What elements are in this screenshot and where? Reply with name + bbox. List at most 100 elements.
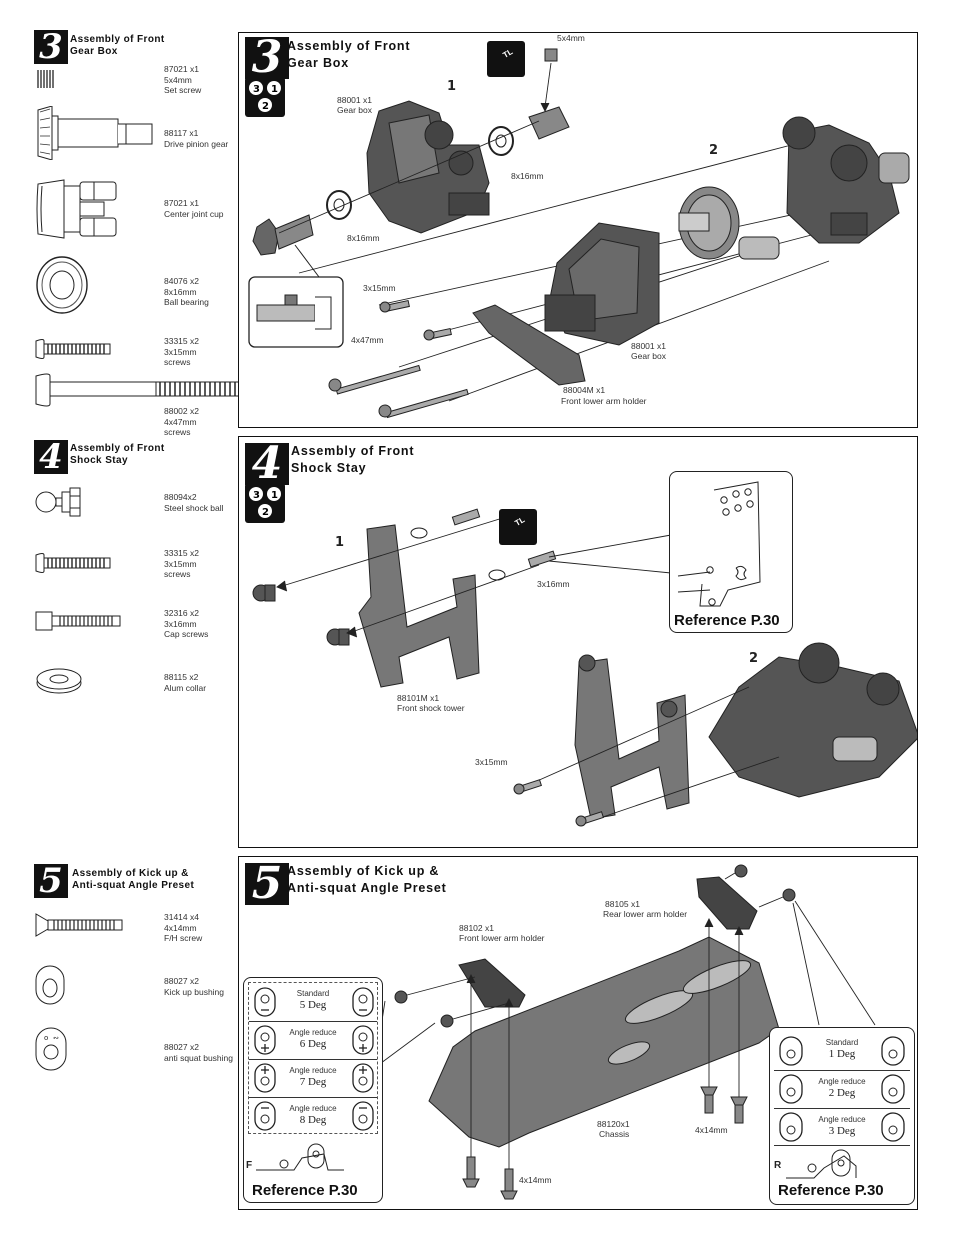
part-ball-bearing: 84076 x2 8x16mm Ball bearing	[164, 276, 209, 308]
panel3-title: Assembly of Front Gear Box	[287, 38, 410, 72]
svg-text:2: 2	[262, 101, 269, 112]
svg-text:3: 3	[253, 490, 260, 501]
part-name: Set screw	[164, 85, 202, 95]
sidebar-step4-title-line1: Assembly of Front	[70, 443, 165, 454]
kickup-row-value: 5 Deg	[299, 999, 327, 1011]
antisquat-bushing-icons	[779, 1036, 905, 1142]
part-code: 88002 x2	[164, 406, 199, 416]
label-bearing-b: 8x16mm	[511, 171, 544, 181]
label-screw-a: 4x14mm	[695, 1125, 728, 1135]
part-name: Drive pinion gear	[164, 138, 229, 149]
part-size: 5x4mm	[164, 74, 192, 85]
panel5-title: Assembly of Kick up & Anti-squat Angle P…	[287, 863, 447, 897]
gearbox-b-drawing	[782, 116, 910, 244]
label-rear-holder-code: 88105 x1	[605, 899, 640, 909]
panel4-drawing	[252, 508, 917, 827]
part-name: Ball bearing	[164, 297, 209, 307]
part-steel-shock-ball: 88094x2 Steel shock ball	[164, 492, 224, 513]
panel5-number: 5	[245, 862, 289, 906]
ball-bearing-image	[36, 256, 88, 314]
part-code: 88094x2	[164, 492, 197, 502]
panel4-title-line2: Shock Stay	[291, 461, 367, 475]
part-code: 32316 x2	[164, 608, 199, 618]
gearbox-a-drawing	[366, 100, 490, 234]
kickup-row-2: Angle reduce 6 Deg	[249, 1021, 377, 1059]
panel5-drawing	[372, 864, 876, 1200]
threadlock-icon: TL	[487, 41, 525, 77]
reference-right-label: Reference P.30	[778, 1182, 884, 1199]
cap-screw-image	[35, 611, 121, 631]
reference-box-kickup[interactable]: Standard 5 Deg Angle reduce 6 Deg Angle …	[243, 977, 383, 1203]
part-name: Cap screws	[164, 629, 209, 639]
kickup-row-3: Angle reduce 7 Deg	[249, 1059, 377, 1097]
part-name: F/H screw	[164, 933, 203, 943]
antisquat-row-value: 1 Deg	[828, 1048, 856, 1060]
threadlock-label: TL	[501, 47, 515, 60]
kickup-row-title: Angle reduce	[289, 1028, 337, 1037]
label-capscrew: 3x16mm	[537, 579, 570, 589]
kickup-row-4: Angle reduce 8 Deg	[249, 1097, 377, 1135]
sidebar-step4-title-line2: Shock Stay	[70, 455, 128, 466]
part-size: 3x15mm	[164, 346, 197, 357]
reference-left-label: Reference P.30	[252, 1182, 358, 1199]
kickup-settings-table: Standard 5 Deg Angle reduce 6 Deg Angle …	[248, 982, 378, 1134]
reference-box-antisquat[interactable]: Standard 1 Deg Angle reduce 2 Deg Angle …	[769, 1027, 915, 1205]
panel3-title-line1: Assembly of Front	[287, 39, 411, 53]
part-size: 4x14mm	[164, 922, 197, 933]
antisquat-row-3: Angle reduce 3 Deg	[774, 1108, 910, 1146]
part-size: 3x16mm	[164, 618, 197, 629]
rear-tag: R	[774, 1160, 782, 1171]
panel3-mark1: 1	[447, 79, 457, 94]
sidebar-step5-title-line1: Assembly of Kick up &	[72, 868, 189, 879]
shock-tower-a-drawing	[358, 524, 480, 688]
part-name: screws	[164, 569, 191, 579]
label-gearbox-a-name: Gear box	[337, 105, 372, 115]
arm-holder-drawing	[472, 304, 586, 386]
part-fh-screw: 31414 x4 4x14mm F/H screw	[164, 912, 202, 944]
kickup-bushing-image	[35, 965, 65, 1005]
label-setscrew: 5x4mm	[557, 33, 585, 43]
sidebar-step5-number: 5	[34, 864, 68, 898]
panel5-title-line1: Assembly of Kick up &	[287, 864, 440, 878]
svg-text:2: 2	[262, 507, 269, 518]
reference-label: Reference P.30	[674, 612, 780, 629]
panel3-number: 3	[245, 36, 289, 80]
panel3-mark2: 2	[709, 143, 719, 158]
part-name: Kick up bushing	[164, 986, 225, 997]
part-kickup-bushing: 88027 x2 Kick up bushing	[164, 976, 224, 997]
part-screw-3x15: 33315 x2 3x15mm screws	[164, 336, 199, 368]
label-chassis-code: 88120x1	[597, 1119, 630, 1129]
front-holder-detail-drawing	[256, 1143, 344, 1171]
part-name: Steel shock ball	[164, 502, 224, 513]
antisquat-row-title: Angle reduce	[818, 1077, 866, 1086]
threadlock-label: TL	[513, 515, 527, 528]
panel4-title-line1: Assembly of Front	[291, 444, 415, 458]
kickup-row-1: Standard 5 Deg	[249, 983, 377, 1021]
alum-collar-image	[36, 668, 82, 694]
svg-text:o: o	[44, 1034, 48, 1042]
part-alum-collar: 88115 x2 Alum collar	[164, 672, 206, 693]
antisquat-row-title: Standard	[825, 1038, 859, 1047]
part-center-joint-cup: 87021 x1 Center joint cup	[164, 198, 224, 219]
antisquat-bushing-image: o ∾	[35, 1027, 67, 1071]
screws-drawing	[328, 299, 469, 419]
part-code: 31414 x4	[164, 912, 199, 922]
svg-text:3: 3	[253, 84, 260, 95]
part-screw-3x15-step4: 33315 x2 3x15mm screws	[164, 548, 199, 580]
label-rear-holder-name: Rear lower arm holder	[603, 909, 688, 919]
screw-3x15-image	[35, 339, 111, 359]
part-code: 87021 x1	[164, 198, 199, 208]
drive-pinion-gear-image	[37, 106, 153, 160]
reference-box-shock-tower[interactable]: Reference P.30	[669, 471, 793, 633]
part-code: 88027 x2	[164, 976, 199, 986]
sidebar-step3-number: 3	[34, 30, 68, 64]
label-screw-3x15: 3x15mm	[475, 757, 508, 767]
part-code: 33315 x2	[164, 548, 199, 558]
label-screw-3x15: 3x15mm	[363, 283, 396, 293]
label-chassis-name: Chassis	[599, 1129, 630, 1139]
label-gearbox-a-code: 88001 x1	[337, 95, 372, 105]
kickup-row-title: Standard	[296, 989, 330, 998]
panel4-mark1: 1	[335, 535, 345, 550]
